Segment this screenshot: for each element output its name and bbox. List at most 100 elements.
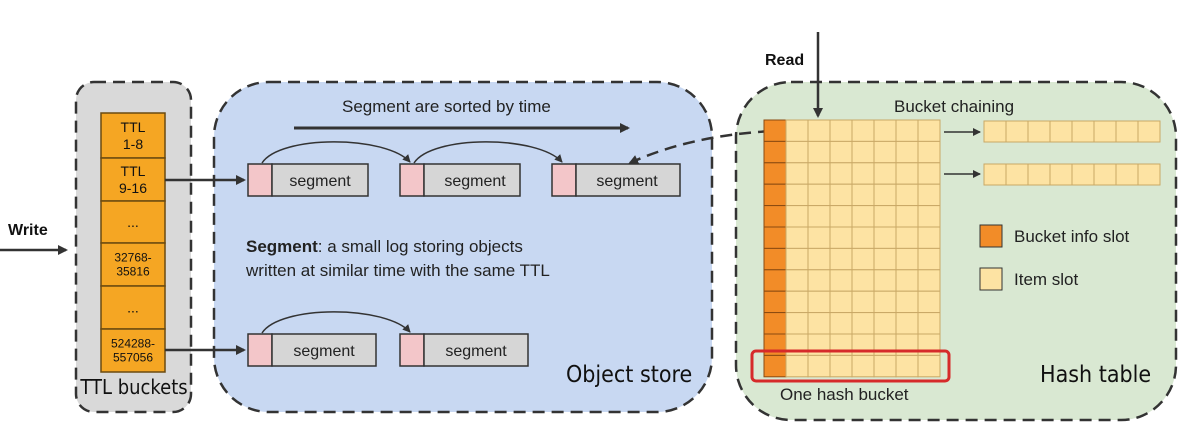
one-hash-bucket-label: One hash bucket (780, 385, 909, 404)
legend-label-bucket-info: Bucket info slot (1014, 227, 1130, 246)
bucket-info-slot (763, 226, 787, 249)
item-slot (917, 290, 941, 314)
legend-swatch-bucket-info (979, 224, 1003, 248)
ttl-bucket-label: 524288- (111, 337, 155, 351)
item-slot (895, 205, 919, 228)
item-slot (829, 183, 853, 207)
item-slot (785, 312, 809, 335)
item-slot (829, 226, 853, 249)
item-slot (829, 140, 853, 164)
bucket-info-slot (763, 183, 787, 207)
read-label: Read (765, 52, 804, 69)
segment-block: segment (551, 163, 681, 197)
item-slot (851, 183, 875, 207)
item-slot (851, 226, 875, 249)
legend-swatch-item-slot (979, 267, 1003, 291)
item-slot (851, 205, 875, 228)
item-slot (785, 247, 809, 271)
item-slot (807, 140, 831, 164)
item-slot (829, 354, 853, 378)
item-slot (873, 119, 897, 142)
item-slot (851, 290, 875, 314)
chained-item-slot (983, 163, 1007, 186)
segment-label: segment (444, 173, 506, 190)
item-slot (829, 269, 853, 292)
item-slot (785, 354, 809, 378)
segment-chain-arc (413, 141, 563, 164)
segment-block: segment (399, 163, 521, 197)
item-slot (895, 247, 919, 271)
item-slot (851, 354, 875, 378)
item-slot (873, 140, 897, 164)
hash-table-grid (763, 119, 941, 378)
chained-item-slot (1049, 120, 1073, 143)
hash-table-title: Hash table (1040, 362, 1151, 388)
segment-definition-line2: written at similar time with the same TT… (245, 261, 550, 280)
segment-block: segment (399, 333, 529, 367)
ttl-bucket-label: ... (127, 214, 139, 230)
item-slot (917, 226, 941, 249)
item-slot (807, 226, 831, 249)
chained-item-slot (1027, 120, 1051, 143)
sorted-caption: Segment are sorted by time (342, 97, 551, 116)
item-slot (851, 269, 875, 292)
item-slot (829, 119, 853, 142)
bucket-info-slot (763, 290, 787, 314)
chained-item-slot (1071, 163, 1095, 186)
bucket-info-slot (763, 140, 787, 164)
item-slot (917, 354, 941, 378)
item-slot (917, 205, 941, 228)
item-slot (807, 183, 831, 207)
segment-term: Segment (246, 237, 318, 256)
item-slot (851, 162, 875, 185)
object-store-title: Object store (566, 362, 692, 388)
item-slot (873, 205, 897, 228)
item-slot (895, 312, 919, 335)
segment-chain-arc (261, 311, 411, 334)
item-slot (785, 269, 809, 292)
segment-definition-line1: Segment: a small log storing objects (246, 237, 523, 256)
item-slot (873, 269, 897, 292)
item-slot (895, 269, 919, 292)
bucket-info-slot (763, 354, 787, 378)
chained-buckets (983, 120, 1161, 186)
chained-item-slot (1071, 120, 1095, 143)
item-slot (851, 119, 875, 142)
legend-label-item-slot: Item slot (1014, 270, 1079, 289)
item-slot (851, 140, 875, 164)
item-slot (917, 269, 941, 292)
chained-item-slot (1115, 120, 1139, 143)
item-slot (873, 162, 897, 185)
item-slot (807, 290, 831, 314)
ttl-bucket-label: ... (127, 300, 139, 316)
legend: Bucket info slot Item slot (979, 224, 1130, 291)
item-slot (785, 290, 809, 314)
item-slot (829, 247, 853, 271)
item-slot (807, 312, 831, 335)
segment-chain-arc (261, 141, 411, 164)
chained-item-slot (1137, 120, 1161, 143)
ttl-bucket-label: 35816 (116, 265, 150, 279)
chained-item-slot (1093, 163, 1117, 186)
write-label: Write (8, 222, 48, 239)
item-slot (807, 119, 831, 142)
bucket-info-slot (763, 269, 787, 292)
item-slot (829, 162, 853, 185)
bucket-info-slot (763, 205, 787, 228)
segment-label: segment (445, 343, 507, 360)
item-slot (917, 162, 941, 185)
item-slot (917, 312, 941, 335)
item-slot (807, 354, 831, 378)
item-slot (873, 312, 897, 335)
item-slot (785, 205, 809, 228)
bucket-info-slot (763, 312, 787, 335)
item-slot (895, 290, 919, 314)
item-slot (917, 183, 941, 207)
item-slot (785, 119, 809, 142)
chained-item-slot (1049, 163, 1073, 186)
bucket-chaining-caption: Bucket chaining (894, 97, 1014, 116)
ttl-bucket-label: 557056 (113, 351, 153, 365)
item-slot (851, 312, 875, 335)
